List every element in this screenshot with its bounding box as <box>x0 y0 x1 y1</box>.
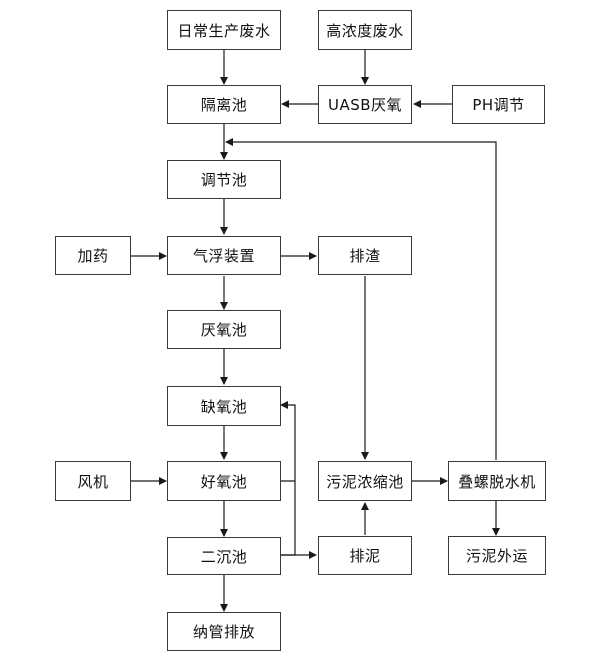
node-sewer-discharge: 纳管排放 <box>167 612 281 651</box>
node-sludge-transport: 污泥外运 <box>448 536 546 575</box>
node-slag-discharge: 排渣 <box>318 236 412 275</box>
node-uasb-anaerobic: UASB厌氧 <box>318 85 412 124</box>
edge-aerobic-recycle <box>281 404 296 482</box>
edge-clarifier-recycle <box>281 481 296 556</box>
node-high-conc-wastewater: 高浓度废水 <box>318 10 412 50</box>
node-ph-adjust: PH调节 <box>452 85 545 124</box>
node-sludge-discharge: 排泥 <box>318 536 412 575</box>
node-aerobic-tank: 好氧池 <box>167 461 281 501</box>
node-air-flotation: 气浮装置 <box>167 236 281 275</box>
node-screw-dewatering: 叠螺脱水机 <box>448 461 546 501</box>
node-sludge-thickener: 污泥浓缩池 <box>318 461 412 501</box>
node-anaerobic-tank: 厌氧池 <box>167 310 281 349</box>
node-anoxic-tank: 缺氧池 <box>167 386 281 426</box>
node-secondary-clarifier: 二沉池 <box>167 537 281 575</box>
node-daily-wastewater: 日常生产废水 <box>167 10 281 50</box>
node-dosing: 加药 <box>55 236 131 275</box>
node-isolation-tank: 隔离池 <box>167 85 281 124</box>
edge-dewatering-return <box>230 141 497 460</box>
node-blower: 风机 <box>55 461 131 501</box>
node-adjust-tank: 调节池 <box>167 160 281 199</box>
